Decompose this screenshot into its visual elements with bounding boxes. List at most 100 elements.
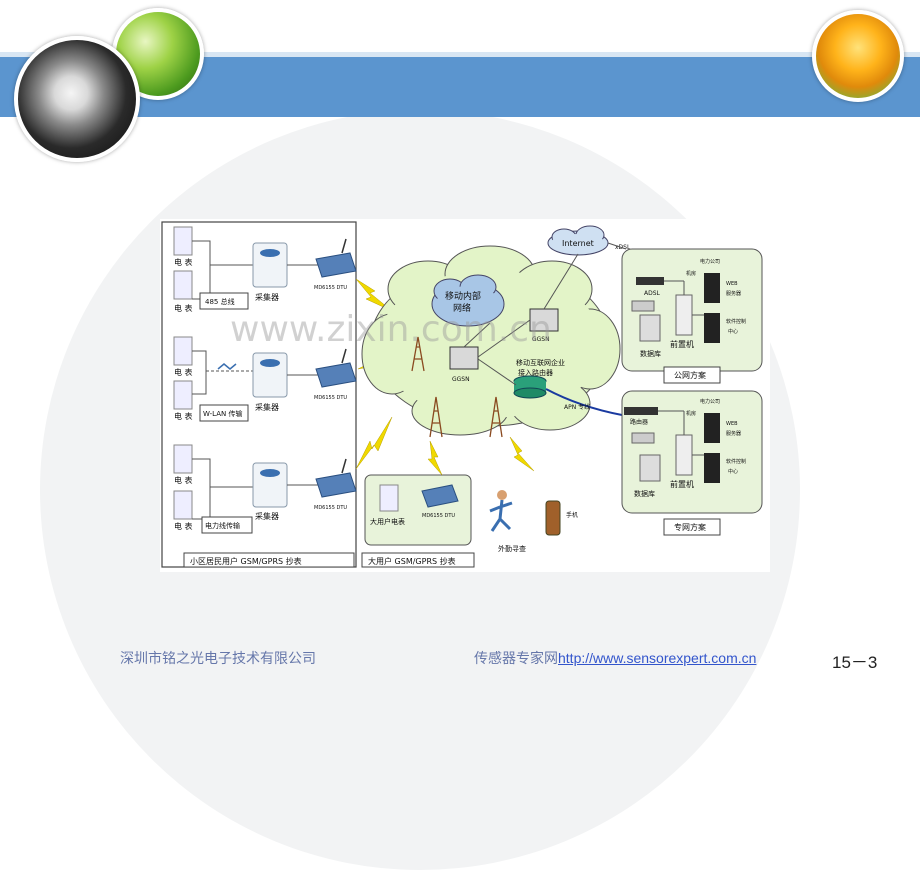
- xdsl-link: [607, 242, 627, 250]
- network-diagram: 电 表 电 表 485 总线 采集器 MD6155 DTU 电 表 电 表 W-…: [160, 219, 770, 572]
- dtu-icon: [315, 472, 357, 498]
- software-center-line-2: 中心: [728, 328, 738, 335]
- dtu-model: MD6155 DTU: [314, 395, 347, 401]
- collector-led: [260, 249, 280, 257]
- mobile-phone-label: 手机: [566, 511, 578, 519]
- software-center-line-1: 软件控制: [726, 318, 746, 325]
- adsl-modem-icon: [636, 277, 664, 285]
- software-center-line-1: 软件控制: [726, 458, 746, 465]
- residential-caption-box: [183, 552, 355, 568]
- antenna-icon: [341, 458, 347, 474]
- tower-icons: [411, 336, 503, 438]
- large-user-meter-label: 大用户电表: [370, 517, 405, 526]
- meter-icon: [379, 484, 399, 512]
- web-server-line-2: 服务器: [726, 430, 741, 437]
- public-net-caption-box: [663, 366, 721, 384]
- meter-label: 电 表: [174, 521, 193, 531]
- link-rs485: 485 总线: [205, 297, 235, 306]
- ggsn-link: [477, 319, 531, 358]
- dtu-model: MD6155 DTU: [314, 505, 347, 511]
- page-number: 15－3: [832, 653, 878, 672]
- database-server-icon: [639, 454, 661, 482]
- mobile-intranet-line-1: 移动内部: [445, 290, 481, 302]
- footer-site: 传感器专家网http://www.sensorexpert.com.cn: [474, 648, 756, 668]
- printer-icon: [631, 300, 655, 312]
- front-end-label: 前置机: [670, 479, 694, 489]
- software-center-line-2: 中心: [728, 468, 738, 475]
- ggsn-icon: [449, 346, 479, 370]
- meter-label: 电 表: [174, 411, 193, 421]
- server-room-label: 机房: [686, 270, 696, 277]
- front-end-label: 前置机: [670, 339, 694, 349]
- ggsn-label: GGSN: [532, 336, 550, 343]
- dtu-icon: [315, 362, 357, 388]
- large-user-caption-box: [361, 552, 475, 568]
- collector-led: [260, 359, 280, 367]
- front-end-icon: [675, 294, 693, 336]
- meter-label: 电 表: [174, 303, 193, 313]
- tower-icon: [429, 396, 443, 438]
- link-box: [199, 292, 249, 310]
- printer-icon: [631, 432, 655, 444]
- server-room-label: 机房: [686, 410, 696, 417]
- web-server-icon: [704, 273, 720, 303]
- meter-icon: [173, 490, 193, 520]
- software-center-label: 软件控制 中心: [726, 458, 748, 475]
- row-1: 电 表 电 表 485 总线 采集器 MD6155 DTU: [173, 226, 357, 313]
- mobile-phone-icon: [545, 500, 561, 536]
- lightning-icon: [509, 436, 535, 472]
- dtu-icon: [315, 252, 357, 278]
- meter-icon: [173, 380, 193, 410]
- row-3: 电 表 电 表 电力线传输 采集器 MD6155 DTU: [173, 444, 357, 534]
- internet-label: Internet: [562, 239, 594, 248]
- collector-label: 采集器: [255, 292, 279, 302]
- meter-label: 电 表: [174, 475, 193, 485]
- router-link: [477, 358, 517, 386]
- leaf-photo: [112, 8, 204, 100]
- field-worker-icon: [489, 490, 513, 532]
- private-net-caption-box: [663, 518, 721, 536]
- meter-icon: [173, 226, 193, 256]
- meter-label: 电 表: [174, 367, 193, 377]
- database-label: 数据库: [634, 489, 655, 498]
- bus-line: [192, 350, 207, 395]
- web-server-label: WEB 服务器: [726, 281, 741, 297]
- lightning-icon: [427, 440, 443, 476]
- dtu-model: MD6155 DTU: [314, 285, 347, 291]
- watermark: www.zixin.com.cn: [230, 309, 552, 350]
- database-server-icon: [639, 314, 661, 342]
- field-check-label: 外勤寻查: [498, 544, 526, 553]
- meter-icon: [173, 444, 193, 474]
- mobile-intranet-cloud: [431, 274, 505, 327]
- front-end-icon: [675, 434, 693, 476]
- large-user-caption: 大用户 GSM/GPRS 抄表: [368, 556, 456, 566]
- web-server-icon: [704, 413, 720, 443]
- control-center-icon: [704, 453, 720, 483]
- footer-site-link[interactable]: http://www.sensorexpert.com.cn: [558, 650, 757, 666]
- collector-label: 采集器: [255, 511, 279, 521]
- private-net-caption: 专网方案: [674, 522, 706, 532]
- mobile-intranet-line-2: 网络: [453, 302, 471, 314]
- router-device-icon: [624, 407, 658, 415]
- link-plc: 电力线传输: [205, 521, 240, 530]
- power-company-label: 电力公司: [700, 398, 720, 405]
- control-center-icon: [704, 313, 720, 343]
- row-2: 电 表 电 表 W-LAN 传输 采集器 MD6155 DTU: [173, 336, 357, 422]
- apn-label: APN 专线: [564, 403, 590, 411]
- wireless-icon: [217, 363, 237, 370]
- internet-cloud: [547, 225, 609, 256]
- lightning-icon: [355, 416, 393, 470]
- dtu-model: MD6155 DTU: [422, 513, 455, 519]
- public-net-caption: 公网方案: [674, 370, 706, 380]
- adsl-label: ADSL: [644, 290, 661, 297]
- database-label: 数据库: [640, 349, 661, 358]
- web-server-label: WEB 服务器: [726, 421, 741, 437]
- collector-label: 采集器: [255, 402, 279, 412]
- apn-line: [545, 388, 623, 416]
- web-server-line-1: WEB: [726, 281, 738, 287]
- tower-icon: [411, 336, 425, 372]
- meter-icon: [173, 270, 193, 300]
- footer-company: 深圳市铭之光电子技术有限公司: [120, 651, 316, 667]
- ggsn-link: [463, 322, 491, 348]
- router-label: 路由器: [630, 418, 648, 426]
